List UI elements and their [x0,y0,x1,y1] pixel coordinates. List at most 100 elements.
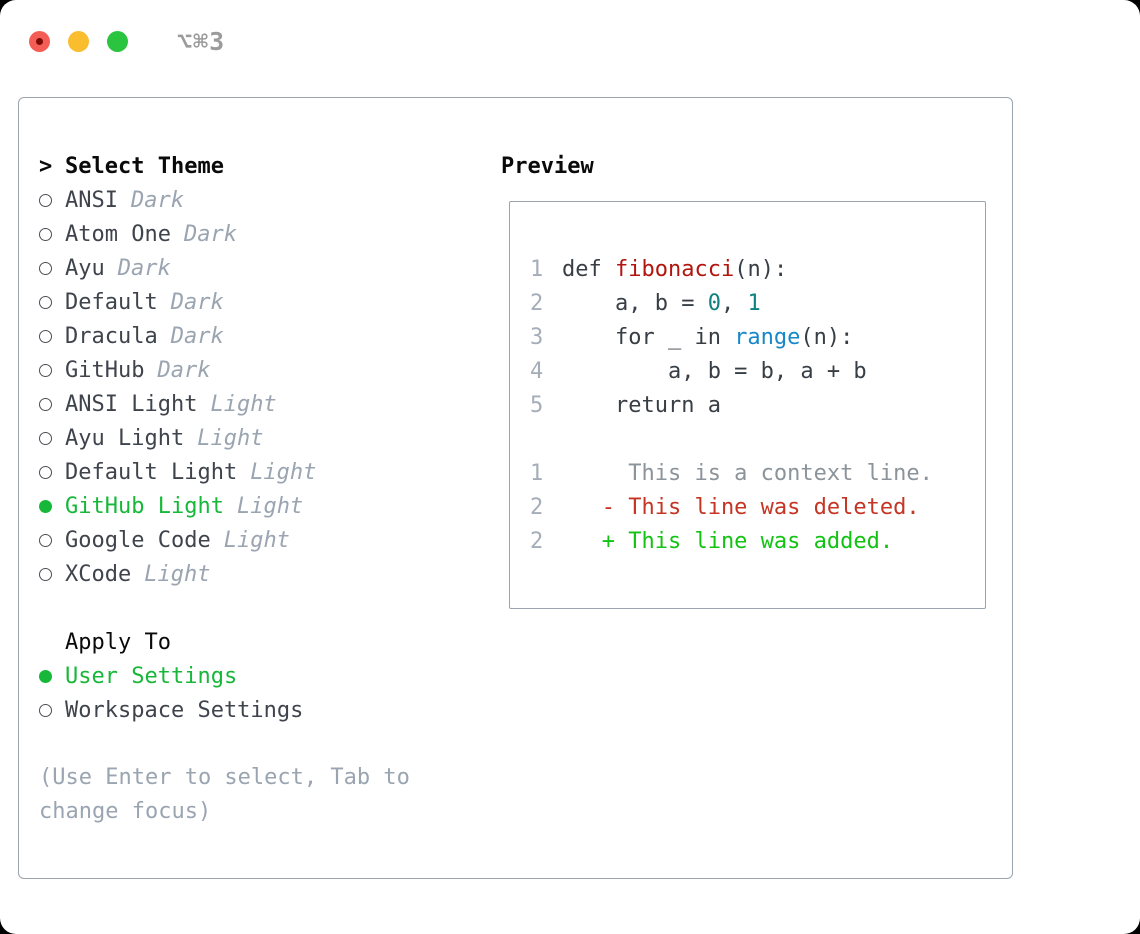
apply-option-label: User Settings [65,663,238,689]
radio-icon [39,431,52,445]
theme-name: GitHub Light [65,493,224,519]
code-token-number: 0 [707,290,721,316]
code-line: 4 a, b = b, a + b [530,354,985,388]
theme-option-xcode[interactable]: XCode Light [39,557,410,591]
theme-tag: Light [210,391,277,417]
theme-tag: Dark [183,221,237,247]
theme-name: Default Light [65,459,238,485]
code-token-function: fibonacci [614,256,735,282]
radio-icon [39,295,52,309]
code-line: 5 return a [530,388,985,422]
theme-name: Google Code [65,527,211,553]
apply-to-header: Apply To [39,625,410,659]
theme-tag: Dark [170,323,224,349]
line-number: 1 [530,256,544,282]
diff-added-line: 2 + This line was added. [530,524,985,558]
code-token: a, b = [562,290,708,316]
theme-name: ANSI Light [65,391,198,417]
line-number: 5 [530,392,544,418]
code-preview-box: 1 def fibonacci (n): 2 a, b = 0 , 1 3 fo… [509,201,986,609]
zoom-button-icon[interactable] [107,31,128,52]
theme-option-github-light[interactable]: GitHub Light Light [39,489,410,523]
code-line: 1 def fibonacci (n): [530,252,985,286]
theme-option-dracula-dark[interactable]: Dracula Dark [39,319,410,353]
radio-icon [39,465,52,479]
theme-option-ayu-light[interactable]: Ayu Light Light [39,421,410,455]
theme-tag: Light [223,527,290,553]
theme-name: Default [65,289,158,315]
theme-option-google-code[interactable]: Google Code Light [39,523,410,557]
apply-option-label: Workspace Settings [65,697,304,723]
preview-title: Preview [501,153,594,179]
theme-option-default-light[interactable]: Default Light Light [39,455,410,489]
radio-icon [39,329,52,343]
radio-icon [39,533,52,547]
select-theme-header: > Select Theme [39,149,410,183]
theme-name: Ayu [65,255,105,281]
radio-icon [39,703,52,717]
titlebar: ⌥⌘3 [29,27,225,56]
theme-list: > Select Theme ANSI Dark Atom One Dark A… [39,149,410,829]
theme-tag: Light [250,459,317,485]
diff-deleted-text: - This line was deleted. [562,494,920,520]
theme-tag: Dark [157,357,211,383]
keyboard-hint-line1: (Use Enter to select, Tab to [39,765,410,790]
code-token: def [562,256,615,282]
code-line: 2 a, b = 0 , 1 [530,286,985,320]
minimize-button-icon[interactable] [68,31,89,52]
radio-icon [39,363,52,377]
line-number: 2 [530,528,544,554]
radio-icon [39,397,52,411]
apply-option-workspace-settings[interactable]: Workspace Settings [39,693,410,727]
diff-added-text: + This line was added. [562,528,894,554]
radio-icon [39,261,52,275]
code-token-number: 1 [747,290,761,316]
theme-tag: Light [197,425,264,451]
code-token: , [720,290,748,316]
keyboard-hint-line2: change focus) [39,799,212,824]
apply-option-user-settings[interactable]: User Settings [39,659,410,693]
theme-name: ANSI [65,187,118,213]
theme-tag: Dark [117,255,171,281]
line-number: 3 [530,324,544,350]
diff-context-line: 1 This is a context line. [530,456,985,490]
line-number: 4 [530,358,544,384]
code-line: 3 for _ in range (n): [530,320,985,354]
radio-icon [39,567,52,581]
theme-name: Dracula [65,323,158,349]
line-number: 2 [530,494,544,520]
theme-name: Atom One [65,221,171,247]
code-token: (n): [800,324,854,350]
apply-to-title: Apply To [65,629,171,655]
preview-section: Preview 1 def fibonacci (n): 2 a, b = 0 … [501,149,986,609]
line-number: 1 [530,460,544,486]
radio-icon [39,193,52,207]
radio-selected-icon [39,669,52,683]
code-token-builtin: range [734,324,801,350]
window-shortcut-label: ⌥⌘3 [177,27,226,56]
theme-option-atom-one-dark[interactable]: Atom One Dark [39,217,410,251]
radio-icon [39,227,52,241]
line-number: 2 [530,290,544,316]
prompt-caret-icon: > [39,153,53,179]
theme-name: XCode [65,561,132,587]
close-button-icon[interactable] [29,31,50,52]
theme-option-ayu-dark[interactable]: Ayu Dark [39,251,410,285]
theme-option-github-dark[interactable]: GitHub Dark [39,353,410,387]
diff-deleted-line: 2 - This line was deleted. [530,490,985,524]
theme-option-ansi-dark[interactable]: ANSI Dark [39,183,410,217]
code-token: (n): [734,256,788,282]
theme-tag: Light [236,493,304,519]
theme-option-default-dark[interactable]: Default Dark [39,285,410,319]
theme-tag: Dark [130,187,184,213]
theme-name: GitHub [65,357,145,383]
theme-name: Ayu Light [65,425,185,451]
radio-selected-icon [39,499,52,513]
code-token: a, b = b, a + b [562,358,867,384]
diff-context-text: This is a context line. [562,460,933,486]
theme-tag: Dark [170,289,224,315]
theme-option-ansi-light[interactable]: ANSI Light Light [39,387,410,421]
theme-tag: Light [144,561,211,587]
code-token: return a [562,392,721,418]
